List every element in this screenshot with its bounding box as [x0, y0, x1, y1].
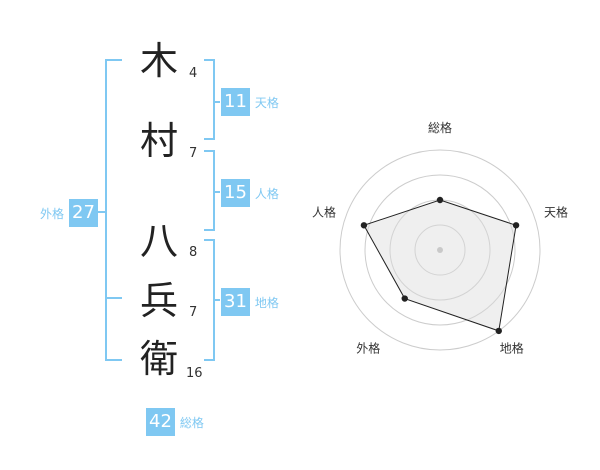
- soukaku-value: 42: [146, 408, 175, 436]
- radar-point-1: [436, 196, 444, 204]
- radar-center: [437, 247, 443, 253]
- radar-axis-label-4: 外格: [356, 341, 380, 356]
- gaikaku-badge: 外格 27: [40, 199, 98, 227]
- gaikaku-bracket: [105, 59, 122, 361]
- jinkaku-value: 15: [221, 179, 250, 207]
- radar-polygon: [363, 199, 517, 332]
- gaikaku-value: 27: [69, 199, 98, 227]
- radar-ring: [339, 149, 541, 351]
- soukaku-badge: 42 総格: [146, 408, 204, 436]
- tenkaku-value: 11: [221, 88, 250, 116]
- stroke-count-2: 7: [189, 146, 198, 161]
- chikaku-badge: 31 地格: [221, 288, 279, 316]
- radar-axis-label-2: 天格: [544, 204, 568, 219]
- tenkaku-bracket: [204, 59, 215, 140]
- radar-point-3: [495, 327, 502, 335]
- gaikaku-label: 外格: [40, 206, 65, 221]
- radar-axis-label-3: 地格: [500, 341, 524, 356]
- name-char-1: 木: [139, 39, 178, 83]
- radar-point-2: [512, 222, 520, 229]
- name-char-3: 八: [139, 219, 178, 263]
- stroke-count-1: 4: [189, 66, 198, 81]
- radar-point-4: [401, 295, 408, 302]
- radar-axis-label-1: 総格: [428, 120, 452, 135]
- chikaku-label: 地格: [254, 295, 279, 310]
- jinkaku-badge: 15 人格: [221, 179, 279, 207]
- stroke-count-5: 16: [186, 366, 203, 381]
- tenkaku-label: 天格: [254, 95, 279, 110]
- radar-ring: [364, 174, 516, 326]
- name-char-5: 衛: [139, 337, 178, 381]
- jinkaku-bracket: [204, 150, 215, 231]
- chikaku-value: 31: [221, 288, 250, 316]
- radar-ring: [414, 224, 466, 276]
- tenkaku-badge: 11 天格: [221, 88, 279, 116]
- stroke-count-4: 7: [189, 305, 198, 320]
- soukaku-label: 総格: [179, 415, 204, 430]
- radar-point-5: [360, 222, 368, 229]
- name-char-4: 兵: [139, 279, 178, 323]
- stroke-count-3: 8: [189, 245, 198, 260]
- jinkaku-label: 人格: [254, 186, 279, 201]
- radar-axis-label-5: 人格: [312, 204, 336, 219]
- name-char-2: 村: [139, 119, 178, 163]
